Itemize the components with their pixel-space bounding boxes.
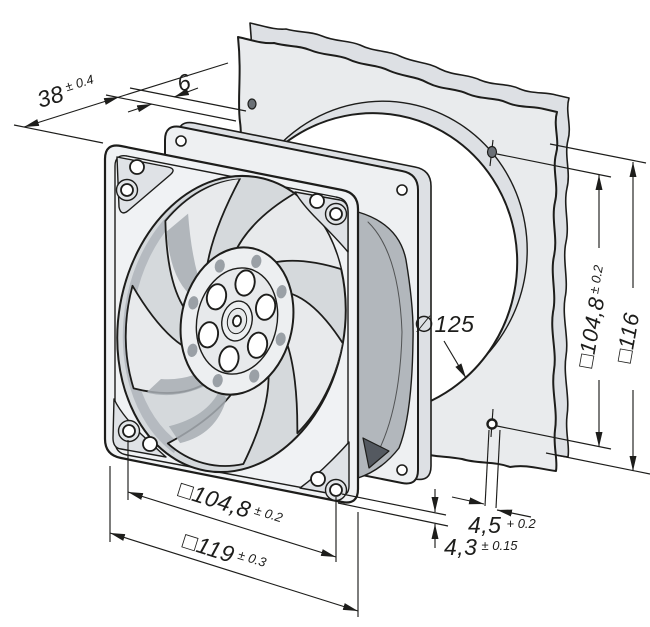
panel-mounting-hole-top-right xyxy=(486,139,498,167)
dim-fan-hole-diameter: 4,3± 0.15 xyxy=(337,489,518,560)
housing-side-highlight xyxy=(367,221,403,467)
corner-pads xyxy=(112,156,350,502)
corner-pad-bottom-left xyxy=(112,398,167,458)
hub-center-hole xyxy=(232,315,242,327)
pad-hole xyxy=(142,436,158,452)
flange-hole-top-right xyxy=(396,184,408,196)
flange-hole-top-left xyxy=(175,135,187,147)
impeller-hub xyxy=(167,237,306,406)
blade-tip-shadow xyxy=(362,437,390,469)
motor-housing-side xyxy=(357,211,414,479)
dim-flange-label: 6 xyxy=(174,68,194,97)
fan-frame xyxy=(103,144,360,504)
hub-holes xyxy=(192,263,281,378)
dim-fan-hole-label: 4,3± 0.15 xyxy=(444,534,518,560)
panel-mounting-hole-top-left xyxy=(247,98,257,110)
dim-cutout-diameter: ∅125 xyxy=(414,311,474,379)
dim-cutout-label: ∅125 xyxy=(414,311,474,337)
dim-panel-spacing-label: □104,8± 0.2 xyxy=(572,263,615,370)
pad-hole xyxy=(129,159,145,175)
flange-hole-bottom-right xyxy=(396,464,408,476)
mounting-hole xyxy=(329,207,343,221)
pad-hole xyxy=(310,471,326,487)
pad-hole xyxy=(309,193,325,209)
mounting-hole xyxy=(120,183,134,197)
panel-mounting-hole-bottom-right xyxy=(486,408,498,438)
dim-panel-hole-label: 4,5+ 0.2 xyxy=(468,512,537,538)
dim-flange-6: 6 xyxy=(127,68,247,113)
hub-rivets xyxy=(187,254,287,388)
duct-ring-shadow xyxy=(122,175,233,454)
mounting-hole xyxy=(122,424,136,438)
housing-side-wall xyxy=(357,211,414,479)
dim-panel-hole-diameter: 4,5+ 0.2 xyxy=(451,429,537,538)
mounting-hole xyxy=(329,483,343,497)
dim-clearance-label: □116 xyxy=(611,310,644,364)
dim-outer-size-label: □119± 0.3 xyxy=(180,527,270,578)
